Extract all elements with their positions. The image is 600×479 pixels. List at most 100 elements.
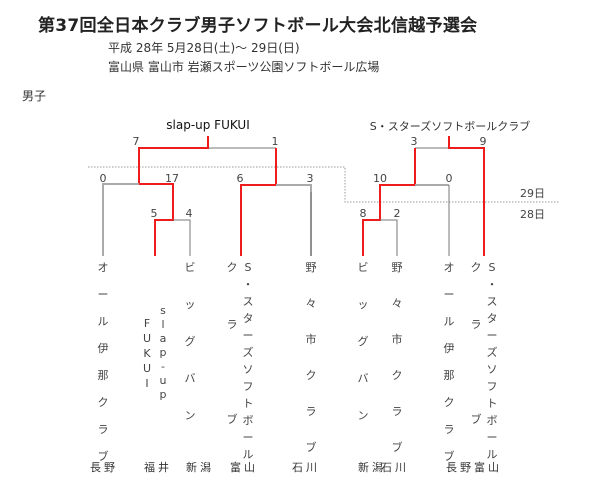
team-name-char: 市 [391,333,403,346]
team-name-char: ー [486,329,498,342]
team-name-char: ト [486,397,498,410]
team-prefecture: 長野 [446,461,474,474]
team-name-char: U [142,332,152,345]
team-name-char: ン [184,409,196,422]
right-bracket-winner: S・スターズソフトボールクラブ [369,120,531,133]
team-name-char: ソ [486,363,498,376]
team-name-char: - [161,360,165,373]
team-prefecture: 富山 [474,461,502,474]
team-prefecture: 長野 [90,461,118,474]
team-name-char: ソ [242,363,254,376]
score: 3 [306,172,314,185]
team-name-vertical: 野々市クラブ [304,262,318,453]
team-name-char: グ [184,335,196,348]
team-name-char: ク [391,369,403,382]
left-bracket-winner: slap-up FUKUI [166,118,250,132]
team-name-char: グ [357,335,369,348]
team-name-char: ト [242,397,254,410]
team-name-char: ー [242,431,254,444]
team-name-char: ー [242,329,254,342]
team-name-char: ラ [305,405,317,418]
team-name-char: 市 [305,333,317,346]
team-name-char: a [159,332,167,345]
team-name-char: ー [97,288,109,301]
team-name-vertical: S・スターズソフトボール [241,262,255,460]
team-name-char: 伊 [443,342,455,355]
team-name-char: ー [486,431,498,444]
score: 5 [150,207,158,220]
team-name-char: 那 [443,369,455,382]
team-name-char: オ [97,261,109,274]
team-name-char: ブ [391,441,403,454]
team-name-char: ー [443,288,455,301]
team-name-char: ・ [242,278,254,291]
team-name-char: ズ [486,346,498,359]
team-name-char: ル [486,448,498,461]
team-name-char: ・ [486,278,498,291]
team-name-char: 那 [97,369,109,382]
section-label: 男子 [22,89,47,103]
team-name-char: S [244,261,252,274]
team-name-char: ビ [357,261,369,274]
team-name-char: ラ [97,423,109,436]
team-name-char: タ [242,312,254,325]
score: 0 [99,172,107,185]
team-name-char: ラ [443,423,455,436]
team-name-char: ブ [443,450,455,463]
team-name-char: ズ [242,346,254,359]
team-name-char: ッ [357,298,369,311]
team-name-char: 々 [305,297,317,310]
team-name-char: ク [443,396,455,409]
score: 8 [359,207,367,220]
team-name-char: ス [486,295,498,308]
score: 4 [185,207,193,220]
tournament-venue: 富山県 富山市 岩瀬スポーツ公園ソフトボール広場 [108,60,380,74]
score: 1 [271,135,279,148]
team-name-char: 野 [391,261,403,274]
team-name-char: ブ [305,441,317,454]
score: 17 [165,172,179,185]
team-name-char: ラ [391,405,403,418]
team-prefecture: 福井 [144,461,172,474]
score: 10 [373,172,387,185]
team-name-char: K [143,347,151,360]
team-name-char: ル [97,315,109,328]
score: 7 [132,135,140,148]
team-name-vertical: 野々市クラブ [390,262,404,453]
day-label-29: 29日 [520,187,545,200]
team-name-char: 々 [391,297,403,310]
score: 9 [479,135,487,148]
team-name-vertical: オール伊那クラブ [442,262,456,462]
team-name-char: ル [443,315,455,328]
team-name-vertical: ビッグバン [183,262,197,421]
score: 2 [393,207,401,220]
team-name-char: ン [357,409,369,422]
day-label-28: 28日 [520,208,545,221]
team-name-char: ビ [184,261,196,274]
team-name-vertical: S・スターズソフトボール [485,262,499,460]
team-name-char: I [145,377,149,390]
team-name-char: 野 [305,261,317,274]
team-name-char: バ [184,372,196,385]
team-name-char: オ [443,261,455,274]
team-name-char: 伊 [97,342,109,355]
team-name-char: タ [486,312,498,325]
team-name-char: p [159,388,167,401]
score: 6 [236,172,244,185]
team-prefecture: 新潟 [358,461,386,474]
score: 0 [445,172,453,185]
team-name-char: フ [486,380,498,393]
team-name-char: u [159,374,167,387]
team-prefecture: 石川 [292,461,320,474]
team-name-char: ク [305,369,317,382]
team-name-char: ボ [486,414,498,427]
team-name-vertical: クラブ [225,262,239,425]
team-prefecture: 石川 [381,461,409,474]
team-name-char: F [143,317,151,330]
team-name-char: ク [97,396,109,409]
team-name-char: ク [470,261,482,274]
team-name-char: ブ [226,413,238,426]
team-name-char: バ [357,372,369,385]
